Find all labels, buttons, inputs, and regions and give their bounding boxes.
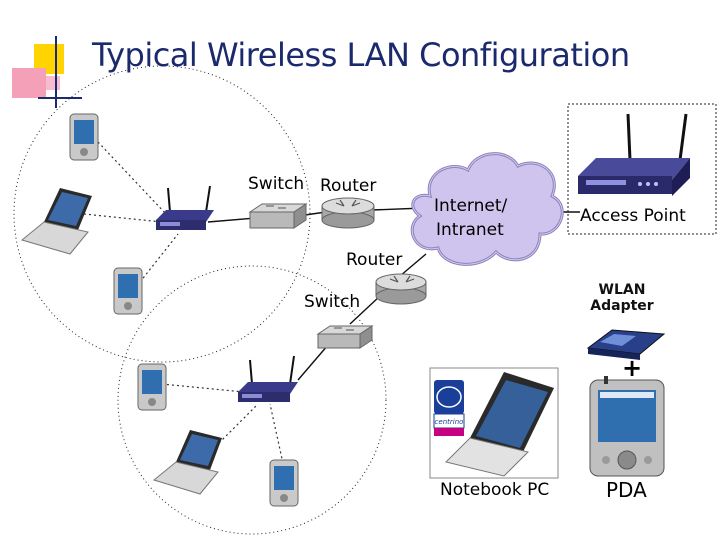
- pda-icon-left: [113, 267, 143, 315]
- wireless-links-top: [83, 141, 179, 283]
- wireless-cell-bottom: [117, 265, 387, 535]
- wlan-label-line1: WLAN: [598, 282, 646, 298]
- title-decoration: [12, 36, 82, 108]
- laptop-icon-bottom: [152, 430, 222, 495]
- plus-sign: +: [622, 354, 643, 382]
- access-point-icon-top: [156, 185, 214, 230]
- wlan-adapter-card: [586, 329, 666, 360]
- switch-icon-mid: [316, 325, 374, 349]
- wlan-label-line2: Adapter: [590, 298, 654, 314]
- switch-label-mid: Switch: [304, 292, 361, 312]
- access-point-box: [567, 103, 717, 235]
- cloud-label-line1: Internet/: [434, 196, 508, 216]
- notebook-pc-label: Notebook PC: [440, 480, 550, 500]
- centrino-badge-text: centrino: [435, 418, 464, 426]
- access-point-label: Access Point: [580, 206, 686, 226]
- page-title: Typical Wireless LAN Configuration: [92, 36, 630, 74]
- wlan-adapter-label: WLAN Adapter: [584, 282, 660, 314]
- router-icon-top: [321, 197, 375, 229]
- router-label-top: Router: [320, 176, 377, 196]
- access-point-icon-bottom: [238, 355, 298, 402]
- router-icon-mid: [375, 273, 427, 305]
- pda-icon-bottom-left: [137, 363, 167, 411]
- pda-label: PDA: [606, 478, 647, 502]
- pda-large-icon: [589, 376, 665, 477]
- internet-cloud: [410, 152, 564, 266]
- pda-icon-bottom: [269, 459, 299, 507]
- notebook-pc-image: [429, 367, 559, 479]
- laptop-icon-top: [20, 188, 92, 255]
- router-label-mid: Router: [346, 250, 403, 270]
- access-point-large-icon: [578, 113, 690, 196]
- pda-icon-top: [69, 113, 99, 161]
- switch-icon-top: [248, 203, 308, 229]
- cloud-label-line2: Intranet: [436, 220, 504, 240]
- switch-label-top: Switch: [248, 174, 305, 194]
